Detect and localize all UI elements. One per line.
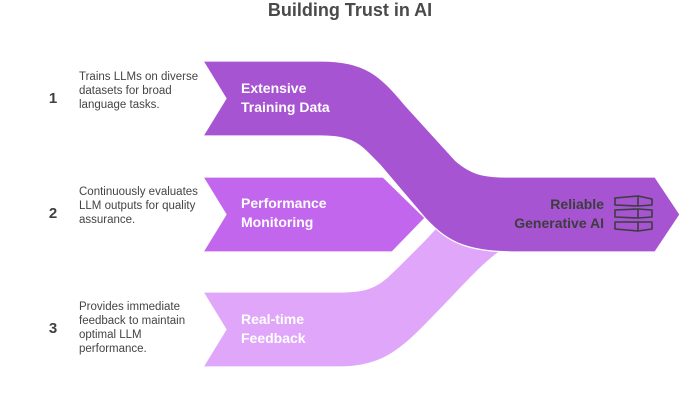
- label-line: Reliable: [550, 196, 604, 212]
- label-line: Extensive: [241, 80, 307, 96]
- input-label-performance-monitoring: Performance Monitoring: [241, 194, 327, 232]
- stream-performance-monitoring: [201, 176, 426, 253]
- label-line: Feedback: [241, 330, 306, 346]
- step-description-2: Continuously evaluates LLM outputs for q…: [79, 186, 198, 226]
- label-line: Real-time: [241, 311, 305, 327]
- label-line: Training Data: [241, 99, 330, 115]
- label-line: Generative AI: [514, 215, 604, 231]
- step-number-3: 3: [48, 320, 58, 337]
- input-label-training-data: Extensive Training Data: [241, 79, 330, 117]
- page-title: Building Trust in AI: [267, 0, 433, 20]
- label-line: Performance: [241, 195, 327, 211]
- step-description-1: Trains LLMs on diverse datasets for broa…: [79, 71, 199, 111]
- input-label-real-time-feedback: Real-time Feedback: [241, 310, 306, 348]
- step-number-1: 1: [48, 90, 58, 107]
- stream-extensive-training-data: [201, 60, 681, 253]
- stream-real-time-feedback: [201, 217, 504, 368]
- output-label-reliable-generative-ai: Reliable Generative AI: [480, 195, 604, 233]
- label-line: Monitoring: [241, 214, 314, 230]
- step-description-3: Provides immediate feedback to maintain …: [79, 301, 186, 355]
- step-number-2: 2: [48, 205, 58, 222]
- stacked-layers-icon: [614, 195, 653, 232]
